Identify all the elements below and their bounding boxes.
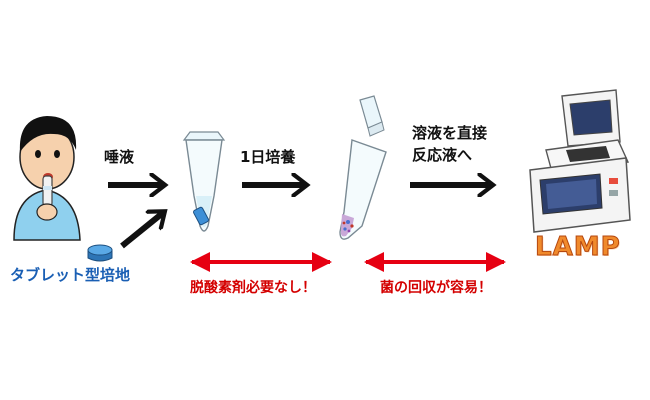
label-tablet-medium: タブレット型培地 xyxy=(10,266,131,284)
label-direct-line2: 反応液へ xyxy=(412,146,473,164)
arrow-tablet xyxy=(120,212,164,249)
label-easy-recovery: 菌の回収が容易！ xyxy=(380,280,492,296)
label-saliva: 唾液 xyxy=(104,148,135,166)
lamp-machine-icon xyxy=(529,89,631,233)
label-direct-line1: 溶液を直接 xyxy=(412,124,488,142)
tablet-medium-icon xyxy=(87,244,113,262)
open-microtube-icon xyxy=(182,131,226,232)
label-no-deoxidizer: 脱酸素剤必要なし！ xyxy=(190,280,316,296)
person-with-tube-icon xyxy=(13,116,81,241)
label-culture: 1日培養 xyxy=(240,148,296,166)
label-lamp: LAMP xyxy=(535,232,621,263)
cultured-microtube-icon xyxy=(339,95,387,240)
